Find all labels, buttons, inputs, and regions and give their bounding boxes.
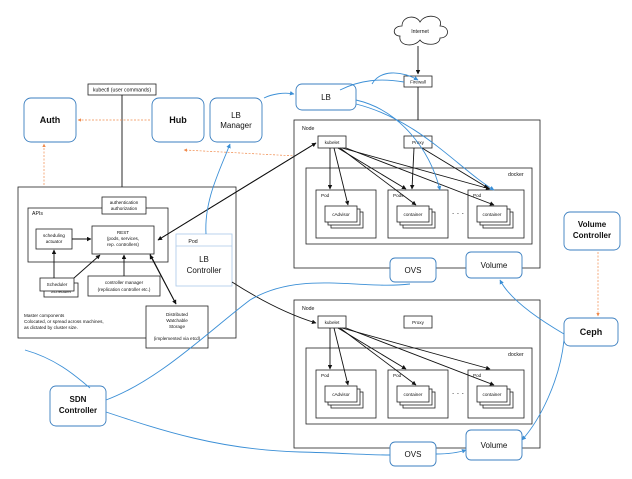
- node2-pod-2: Pod container: [387, 369, 449, 419]
- rest-line1: REST: [117, 230, 129, 235]
- ovs-top-box: OVS: [389, 257, 437, 283]
- ceph-label: Ceph: [580, 327, 603, 337]
- volume-top-label: Volume: [481, 261, 508, 270]
- node2-kubelet: kubelet: [325, 320, 341, 325]
- node1-pod1-inner: cAdvisor: [332, 212, 350, 217]
- node1-pod-2: Pods container: [387, 189, 449, 239]
- storage-line2: Watchable: [166, 318, 188, 323]
- node1-pod3-label: Pod: [473, 193, 482, 198]
- node1-title: Node: [302, 126, 315, 132]
- volume-controller-line2: Controller: [573, 231, 611, 240]
- internet-cloud: Internet: [393, 15, 448, 46]
- ovs-bottom-label: OVS: [405, 450, 422, 459]
- sdn-controller-box: SDN Controller: [49, 385, 107, 427]
- master-container: APIs authentication authorization REST (…: [17, 186, 237, 349]
- lb-controller-line2: Controller: [187, 266, 222, 275]
- cm-line1: controller manager: [105, 280, 144, 285]
- ovs-bottom-box: OVS: [389, 441, 437, 467]
- authz-line2: authorization: [111, 206, 138, 211]
- node2-title: Node: [302, 306, 315, 312]
- authz-box: authentication authorization: [101, 196, 147, 215]
- lb-pod-title: Pod: [188, 239, 197, 245]
- firewall-box: Firewall: [403, 75, 433, 88]
- lb-manager-box: LB Manager: [209, 97, 263, 143]
- node2-pod1-inner: cAdvisor: [332, 392, 350, 397]
- storage-line1: Distributed: [166, 312, 188, 317]
- lb-manager-line2: Manager: [220, 121, 252, 130]
- rest-line2: (pods, services,: [107, 236, 139, 241]
- sdn-line2: Controller: [59, 406, 97, 415]
- cm-line2: (replication controller etc.): [98, 287, 151, 292]
- node1-pod1-label: Pod: [321, 193, 330, 198]
- node2-pod1-label: Pod: [321, 373, 330, 378]
- node1-pod-3: Pod container: [467, 189, 525, 239]
- controller-manager-box: controller manager (replication controll…: [87, 275, 161, 297]
- node1-docker: docker: [508, 172, 524, 178]
- auth-box: Auth: [23, 97, 77, 143]
- ovs-top-label: OVS: [405, 266, 422, 275]
- scheduler-front-label: Scheduler: [47, 282, 68, 287]
- rest-line3: rep. controllers): [107, 242, 139, 247]
- storage-line5: (implemented via etcd): [154, 336, 201, 341]
- firewall-label: Firewall: [410, 80, 426, 85]
- scheduling-line1: scheduling: [43, 233, 65, 238]
- node-1: Node docker kubelet Proxy Pod cAdvisor P…: [293, 119, 541, 269]
- master-notes-line1: Master components: [24, 313, 65, 318]
- node2-docker: docker: [508, 352, 524, 358]
- volume-bottom-label: Volume: [481, 441, 508, 450]
- lb-controller-pod: Pod LB Controller: [175, 233, 233, 287]
- node1-pod3-inner: container: [483, 212, 502, 217]
- node2-dots: · · ·: [452, 389, 464, 398]
- storage-line3: Storage: [169, 324, 186, 329]
- kubectl-label: kubectl (user commands): [93, 88, 152, 94]
- auth-label: Auth: [40, 115, 61, 125]
- node2-pod2-inner: container: [404, 392, 423, 397]
- volume-controller-box: Volume Controller: [563, 211, 621, 251]
- authz-line1: authentication: [110, 200, 139, 205]
- scheduler-back-label: Scheduler: [51, 289, 72, 294]
- lb-manager-line1: LB: [231, 111, 241, 120]
- lb-controller-line1: LB: [199, 255, 209, 264]
- master-notes-line3: as dictated by cluster size.: [24, 325, 78, 330]
- hub-box: Hub: [151, 97, 205, 143]
- storage-box: Distributed Watchable Storage (implement…: [145, 305, 209, 349]
- rest-box: REST (pods, services, rep. controllers): [91, 225, 155, 255]
- internet-label: Internet: [411, 29, 429, 35]
- node1-dots: · · ·: [452, 209, 464, 218]
- node2-pod2-label: Pod: [393, 373, 402, 378]
- apis-label: APIs: [32, 211, 43, 217]
- lb-box: LB: [295, 83, 357, 111]
- scheduling-line2: actuator: [46, 239, 63, 244]
- node1-kubelet: kubelet: [325, 140, 341, 145]
- node1-pod2-inner: container: [404, 212, 423, 217]
- volume-controller-line1: Volume: [578, 220, 607, 229]
- node2-proxy: Proxy: [412, 320, 424, 325]
- ceph-box: Ceph: [563, 317, 619, 347]
- node1-pod2-label: Pods: [393, 193, 404, 198]
- node2-pod-3: Pod container: [467, 369, 525, 419]
- master-notes-line2: Colocated, or spread across machines,: [24, 319, 104, 324]
- kubectl-box: kubectl (user commands): [87, 83, 157, 96]
- volume-bottom-box: Volume: [465, 429, 523, 461]
- node2-pod3-inner: container: [483, 392, 502, 397]
- node2-pod3-label: Pod: [473, 373, 482, 378]
- node-2: Node docker kubelet Proxy Pod cAdvisor P…: [293, 299, 541, 449]
- hub-label: Hub: [169, 115, 187, 125]
- sdn-line1: SDN: [70, 395, 87, 404]
- volume-top-box: Volume: [465, 251, 523, 279]
- scheduler-stack: Scheduler Scheduler: [39, 277, 79, 298]
- lb-label: LB: [321, 93, 331, 102]
- scheduling-actuator-box: scheduling actuator: [35, 228, 73, 250]
